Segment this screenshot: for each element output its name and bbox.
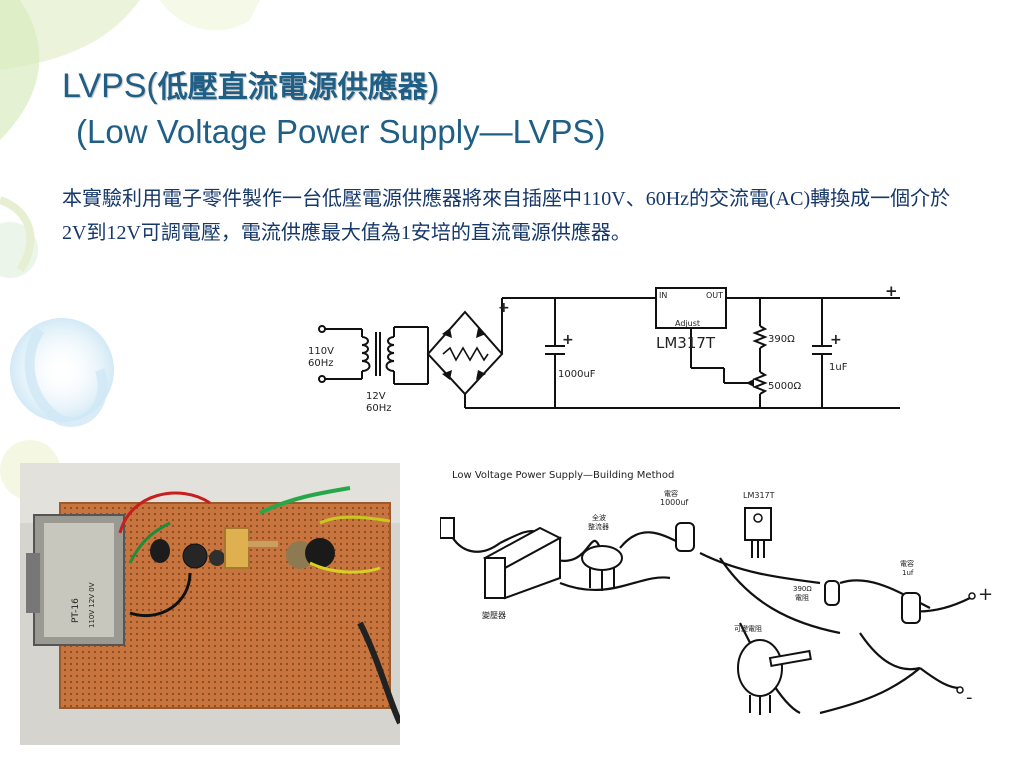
title-cjk: 低壓直流電源供應器 [157,70,428,105]
title-latin: LVPS( [62,67,158,105]
schematic-secondary-freq: 60Hz [366,403,392,414]
schematic-regulator-label: LM317T [656,334,716,352]
wiring-label-cap1-2: 1000uf [660,498,688,507]
schematic-capacitor-out: 1uF [829,362,848,373]
wiring-label-cap1-1: 電容 [664,489,678,498]
wiring-label-res-1: 390Ω [793,585,812,593]
building-method-diagram: Low Voltage Power Supply—Building Method… [440,470,993,715]
wiring-label-cap2-1: 電容 [900,559,914,568]
title-close: ) [427,67,440,105]
wiring-title: Low Voltage Power Supply—Building Method [452,470,674,481]
wiring-label-rectifier-1: 全波 [592,513,606,522]
schematic-output-plus: + [885,282,898,300]
wiring-label-res-2: 電阻 [795,593,809,602]
wiring-label-var-res: 可變電阻 [734,624,762,633]
schematic-outcap-plus: + [830,332,842,348]
circuit-board-photo: PT-16 110V 12V 0V [20,463,400,745]
schematic-input-voltage: 110V [308,346,334,357]
schematic-resistor-fixed: 390Ω [768,334,795,345]
wiring-output-plus: + [978,584,993,605]
wiring-output-minus: - [966,687,973,708]
wiring-label-regulator: LM317T [743,491,775,500]
wiring-label-cap2-2: 1uf [902,569,914,577]
schematic-pin-out: OUT [706,291,723,300]
schematic-input-freq: 60Hz [308,358,334,369]
wiring-label-transformer: 變壓器 [482,610,506,620]
schematic-cap-plus: + [562,332,574,348]
schematic-pin-adjust: Adjust [675,319,700,328]
slide-title: LVPS(低壓直流電源供應器) [62,66,439,108]
slide-subtitle: (Low Voltage Power Supply—LVPS) [76,113,606,150]
wiring-label-rectifier-2: 整流器 [588,522,609,531]
photo-transformer-label: PT-16 [71,598,81,623]
schematic-resistor-variable: 5000Ω [768,381,801,392]
circuit-schematic: 110V 60Hz 12V 60Hz 1000uF + + IN OUT Adj… [308,282,900,414]
schematic-secondary-voltage: 12V [366,391,386,402]
schematic-capacitor-main: 1000uF [558,369,596,380]
slide-description: 本實驗利用電子零件製作一台低壓電源供應器將來自插座中110V、60Hz的交流電(… [62,188,951,244]
photo-transformer-marks: 110V 12V 0V [88,582,96,628]
schematic-pin-in: IN [659,291,667,300]
schematic-bridge-plus: + [498,300,510,316]
